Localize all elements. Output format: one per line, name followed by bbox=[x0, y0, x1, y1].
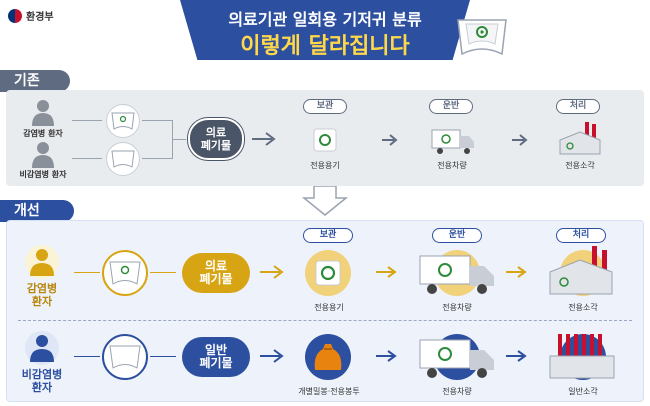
truck-icon bbox=[419, 339, 494, 378]
arrow-right-icon bbox=[506, 266, 527, 278]
item-incineration-label: 전용소각 bbox=[565, 161, 595, 170]
item-vehicle-label: 전용차량 bbox=[442, 303, 472, 312]
page-title: 의료기관 일회용 기저귀 분류 bbox=[228, 10, 422, 29]
government-emblem-icon bbox=[8, 8, 22, 23]
title-banner bbox=[180, 0, 470, 60]
stage-storage-label: 보관 bbox=[303, 228, 353, 243]
incinerator-icon bbox=[559, 122, 601, 155]
sealed-bag-icon bbox=[314, 344, 342, 370]
patient-icon bbox=[25, 331, 59, 365]
arrow-right-icon bbox=[376, 350, 397, 362]
arrow-right-icon bbox=[512, 134, 528, 146]
stage-storage-label: 보관 bbox=[303, 99, 347, 114]
arrow-right-icon bbox=[376, 266, 397, 278]
diaper-icon bbox=[109, 345, 141, 369]
container-icon bbox=[313, 128, 337, 152]
patient-icon bbox=[32, 142, 54, 168]
arrow-right-icon bbox=[506, 350, 527, 362]
connector-line bbox=[72, 120, 102, 121]
arrow-right-icon bbox=[260, 349, 284, 363]
stage-treatment-label: 처리 bbox=[556, 99, 600, 114]
patient-icon bbox=[25, 245, 59, 279]
arrow-right-icon bbox=[252, 132, 276, 146]
connector-line bbox=[142, 158, 172, 159]
ministry-name: 환경부 bbox=[26, 12, 54, 23]
connector-line bbox=[74, 356, 100, 357]
diaper-circle bbox=[106, 104, 140, 138]
truck-icon bbox=[431, 129, 474, 154]
connector-line bbox=[150, 356, 176, 357]
item-incineration-label: 전용소각 bbox=[568, 303, 598, 312]
container-icon bbox=[315, 260, 341, 286]
item-container-label: 전용용기 bbox=[314, 303, 344, 312]
connector-line bbox=[172, 139, 186, 140]
header: 환경부 의료기관 일회용 기저귀 분류 이렇게 달라집니다 bbox=[0, 0, 650, 64]
diaper-icon bbox=[111, 112, 135, 130]
patient-icon bbox=[32, 100, 54, 126]
diaper-icon bbox=[457, 19, 507, 56]
diaper-circle bbox=[102, 250, 148, 296]
ministry-logo: 환경부 bbox=[8, 8, 54, 23]
stage-transport-label: 운반 bbox=[429, 99, 473, 114]
item-vehicle-label: 전용차량 bbox=[437, 161, 467, 170]
incinerator-icon bbox=[549, 334, 615, 379]
diaper-circle bbox=[102, 334, 148, 380]
arrow-right-icon bbox=[260, 265, 284, 279]
page-subtitle: 이렇게 달라집니다 bbox=[240, 34, 410, 59]
connector-line bbox=[150, 272, 176, 273]
container-circle bbox=[305, 250, 351, 296]
arrow-right-icon bbox=[382, 134, 398, 146]
item-general-incineration-label: 일반소각 bbox=[568, 387, 598, 396]
section-new-label: 개선 bbox=[0, 200, 74, 222]
stage-treatment-label: 처리 bbox=[556, 228, 606, 243]
diaper-circle bbox=[106, 142, 140, 176]
patient-infected-label: 감염병 환자 bbox=[23, 129, 63, 138]
incinerator-icon bbox=[549, 246, 613, 295]
diaper-icon bbox=[111, 150, 135, 168]
stage-transport-label: 운반 bbox=[432, 228, 482, 243]
truck-icon bbox=[419, 255, 494, 294]
item-vehicle-label: 전용차량 bbox=[442, 387, 472, 396]
connector-line bbox=[142, 120, 172, 121]
row-divider bbox=[18, 320, 632, 321]
section-old-label: 기존 bbox=[0, 70, 70, 92]
bag-circle bbox=[305, 334, 351, 380]
item-container-label: 전용용기 bbox=[310, 161, 340, 170]
connector-line bbox=[74, 272, 100, 273]
patient-noninfected-label: 비감염병 환자 bbox=[19, 170, 67, 179]
diaper-icon bbox=[109, 261, 141, 285]
down-arrow-icon bbox=[302, 186, 348, 216]
item-sealed-bag-label: 개별밀봉·전용봉투 bbox=[298, 387, 360, 396]
connector-line bbox=[72, 158, 102, 159]
